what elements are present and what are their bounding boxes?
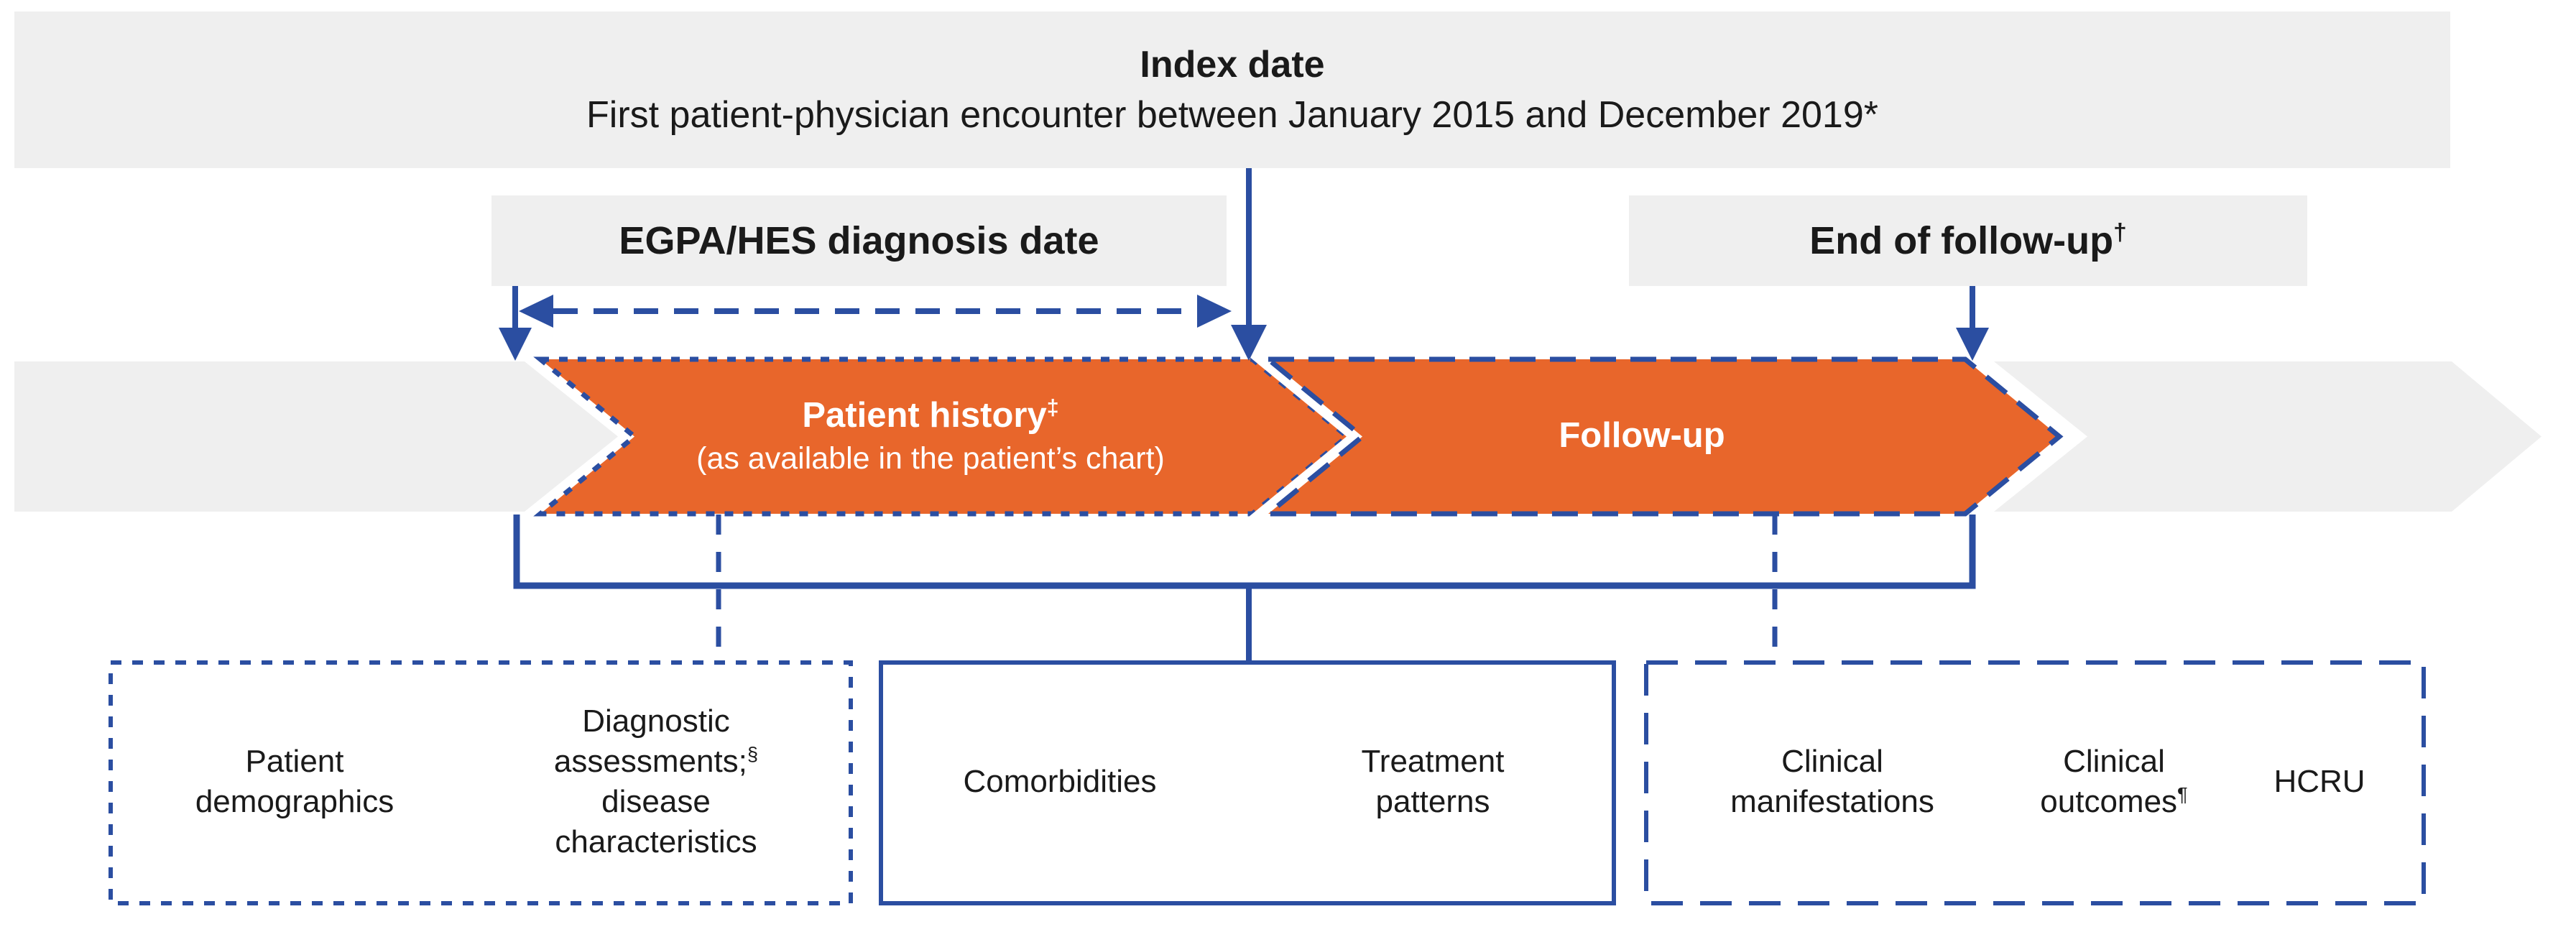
diagnosis-date-label: EGPA/HES diagnosis date [619, 219, 1099, 262]
clinical-outcomes-label: Clinical outcomes¶ [2040, 744, 2188, 819]
patient-history-label: Patient history‡ (as available in the pa… [696, 393, 1165, 479]
diagnosis-date-arrowhead-icon [499, 328, 532, 361]
patient-demographics-label: Patient demographics [195, 744, 394, 819]
end-followup-box: End of follow-up† [1629, 195, 2307, 286]
patient-history-title: Patient history‡ [802, 395, 1059, 435]
patient-history-subtitle: (as available in the patient’s chart) [696, 440, 1165, 476]
hcru-label: HCRU [2273, 764, 2365, 799]
index-outcomes-box [879, 660, 1616, 905]
history-outcomes-box [109, 660, 853, 905]
banner-title: Index date [1140, 43, 1325, 86]
clinical-outcomes-sup: ¶ [2177, 783, 2188, 806]
diagnostic-assessments-label: Diagnostic assessments;§ disease charact… [553, 703, 759, 859]
patient-history-sup: ‡ [1046, 395, 1059, 420]
bracket-connector [513, 515, 1976, 589]
timeline-band-left [14, 361, 618, 512]
end-followup-sup: † [2113, 219, 2127, 246]
followup-arrow [1261, 356, 2064, 517]
timeline-band-right [1994, 361, 2542, 512]
diagnosis-date-box: EGPA/HES diagnosis date [491, 195, 1227, 286]
index-date-arrowhead-icon [1231, 325, 1267, 361]
clinical-manifestations-label: Clinical manifestations [1730, 744, 1934, 819]
treatment-patterns-label: Treatment patterns [1361, 744, 1505, 819]
history-span-right-arrowhead-icon [1197, 295, 1232, 328]
followup-title: Follow-up [1559, 416, 1725, 456]
history-span-left-arrowhead-icon [519, 295, 553, 328]
index-date-banner: Index date First patient-physician encou… [14, 11, 2450, 168]
end-followup-label: End of follow-up† [1809, 219, 2127, 262]
followup-label: Follow-up [1559, 413, 1725, 459]
comorbidities-label: Comorbidities [963, 764, 1157, 799]
banner-subtitle: First patient-physician encounter betwee… [586, 94, 1878, 136]
followup-outcomes-box [1644, 660, 2426, 905]
end-followup-arrowhead-icon [1956, 328, 1989, 361]
diagnostic-assessments-sup: § [747, 742, 759, 765]
